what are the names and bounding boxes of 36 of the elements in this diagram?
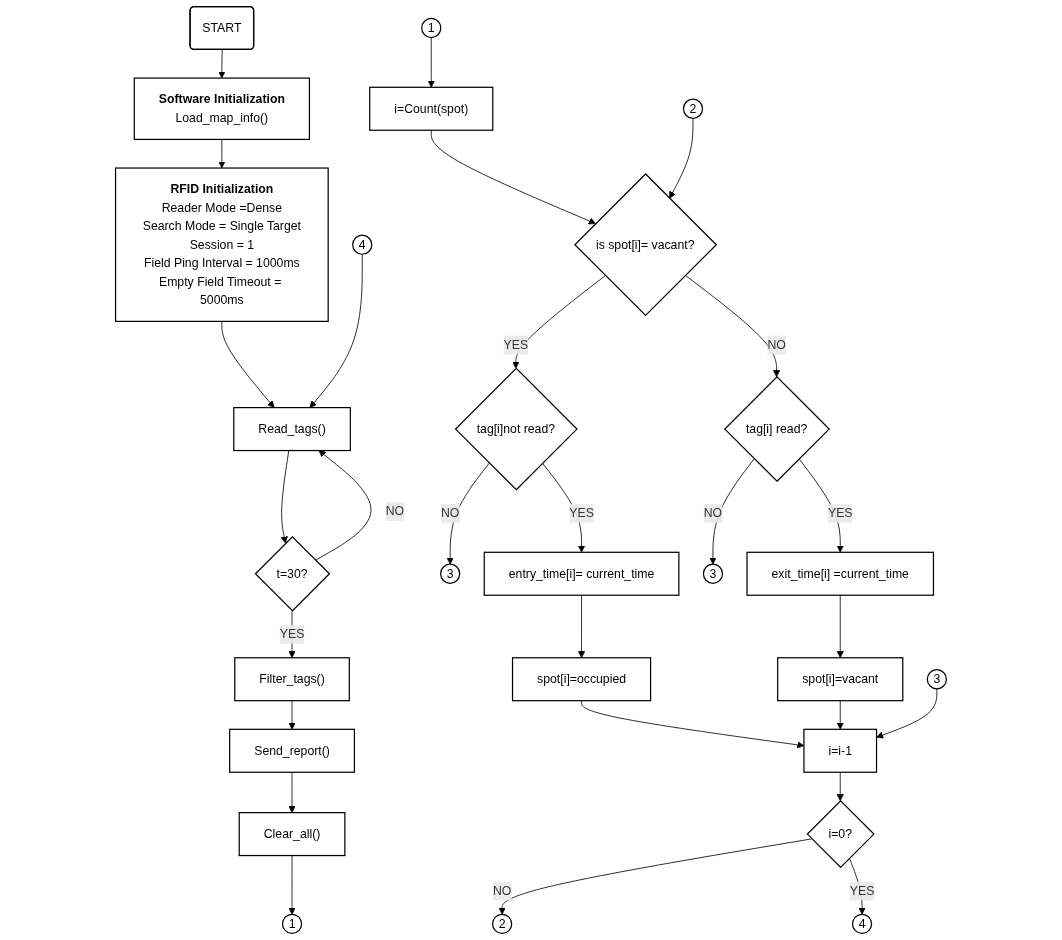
edge-label: YES [849, 883, 875, 898]
node-circle: 4 [851, 913, 873, 935]
node-circle: 1 [421, 17, 442, 39]
node-box: Read_tags() [233, 407, 351, 452]
node-box: Software Initialization Load_map_info() [133, 77, 311, 141]
node-box: i=i-1 [803, 728, 878, 773]
node-box: Clear_all() [238, 812, 346, 857]
edge-label: NO [492, 883, 512, 898]
edge-label: YES [827, 505, 853, 520]
node-box: Filter_tags() [234, 657, 350, 702]
edge-label: NO [385, 503, 405, 518]
edge-label: YES [569, 505, 594, 520]
node-diamond: is spot[i]= vacant? [574, 173, 718, 317]
node-diamond: i=0? [806, 800, 875, 869]
node-box: spot[i]=vacant [777, 657, 904, 702]
node-box: entry_time[i]= current_time [483, 551, 680, 596]
node-circle: 2 [492, 913, 513, 935]
node-circle: 3 [926, 669, 948, 690]
node-box: Send_report() [229, 728, 356, 773]
node-circle: 1 [281, 913, 303, 935]
edge-label: YES [279, 626, 305, 641]
node-box: RFID Initialization Reader Mode =Dense Search Mode = Single Target Session = 1 Field Ping Interval = 1000ms Empty Field Timeout = 5000ms [114, 167, 329, 322]
node-diamond: tag[i] read? [724, 376, 831, 483]
edge-label: NO [767, 337, 786, 352]
node-circle: 4 [352, 234, 373, 255]
node-circle: 3 [440, 563, 461, 584]
node-diamond: t=30? [254, 535, 331, 612]
edge-label: NO [703, 505, 723, 520]
edge-label: YES [503, 337, 529, 352]
node-diamond: tag[i]not read? [454, 367, 578, 491]
node-box: exit_time[i] =current_time [746, 551, 935, 596]
edge-label: NO [440, 505, 460, 520]
node-circle: 2 [682, 98, 704, 119]
node-box: spot[i]=occupied [511, 657, 652, 702]
node-box: i=Count(spot) [369, 86, 494, 131]
node-circle: 3 [702, 563, 724, 584]
